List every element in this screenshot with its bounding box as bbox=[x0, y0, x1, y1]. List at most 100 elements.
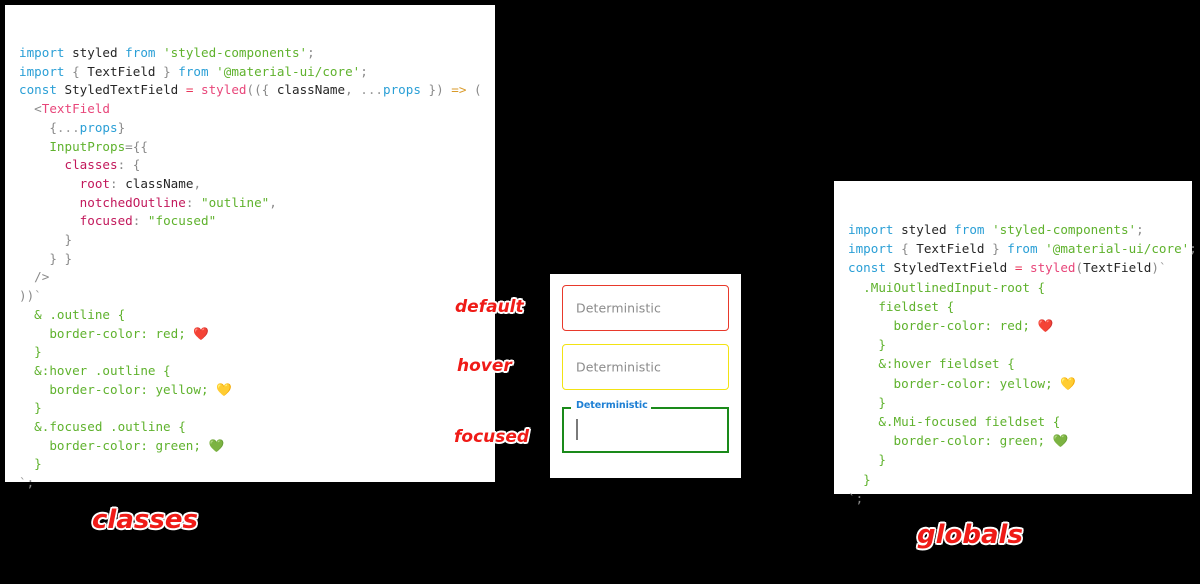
code-token: { bbox=[261, 82, 277, 98]
code-token: focused bbox=[79, 213, 133, 229]
code-token: border-color: green; bbox=[848, 433, 1053, 449]
code-token: < bbox=[19, 101, 42, 117]
code-token bbox=[19, 157, 65, 172]
code-line: &.focused .outline { bbox=[19, 418, 495, 437]
code-token: "outline" bbox=[201, 194, 270, 210]
text-caret bbox=[576, 419, 578, 440]
code-token: ... bbox=[360, 82, 384, 98]
code-token: ... bbox=[56, 119, 80, 135]
code-token: "focused" bbox=[147, 213, 217, 229]
code-token: TextField bbox=[1083, 260, 1152, 276]
code-token: border-color: yellow; bbox=[19, 381, 217, 397]
code-line: {...props} bbox=[19, 119, 495, 138]
code-token bbox=[19, 139, 49, 154]
code-line: } bbox=[19, 343, 495, 362]
code-token: ) bbox=[436, 82, 452, 98]
code-token: &:hover .outline { bbox=[19, 362, 171, 378]
textfield-focused[interactable]: Deterministic bbox=[562, 400, 729, 453]
code-line: } bbox=[19, 231, 495, 250]
code-line: &.Mui-focused fieldset { bbox=[848, 412, 1192, 431]
heart-emoji: ❤️ bbox=[1037, 318, 1054, 334]
code-token: ; bbox=[855, 490, 864, 506]
code-line: import styled from 'styled-components'; bbox=[19, 44, 495, 63]
code-token: { bbox=[901, 241, 917, 257]
code-token: { bbox=[19, 119, 57, 135]
code-token: ( bbox=[1075, 260, 1084, 276]
code-token: notchedOutline bbox=[79, 194, 186, 210]
textfield-hover-value: Deterministic bbox=[576, 359, 661, 375]
code-line: } bbox=[848, 335, 1192, 354]
code-token: ( bbox=[474, 82, 482, 98]
code-token: 'styled-components' bbox=[163, 45, 308, 60]
code-token: } bbox=[848, 394, 886, 410]
code-line: &:hover .outline { bbox=[19, 362, 495, 381]
code-token bbox=[19, 213, 80, 228]
code-token: } bbox=[848, 471, 871, 487]
code-line: const StyledTextField = styled(TextField… bbox=[848, 258, 1192, 277]
code-line: border-color: yellow; 💛 bbox=[848, 374, 1192, 393]
notch-top-right-segment bbox=[637, 407, 729, 409]
code-line: `; bbox=[19, 474, 495, 493]
code-line: fieldset { bbox=[848, 297, 1192, 316]
code-line: root: className, bbox=[19, 175, 495, 194]
code-token: StyledTextField bbox=[893, 260, 1015, 276]
code-token: } bbox=[984, 241, 1008, 257]
code-token: styled bbox=[201, 82, 247, 98]
code-token: ` bbox=[1158, 260, 1167, 276]
code-token: from bbox=[178, 63, 217, 79]
code-token: styled bbox=[1030, 260, 1076, 276]
code-token: } bbox=[19, 344, 42, 360]
heart-emoji: 💚 bbox=[208, 437, 225, 453]
notch-left-segment bbox=[562, 407, 564, 453]
code-token: from bbox=[954, 222, 993, 237]
code-line: border-color: green; 💚 bbox=[19, 437, 495, 456]
code-token: import bbox=[848, 241, 902, 257]
code-line: } bbox=[848, 450, 1192, 469]
code-token: ; bbox=[307, 45, 315, 60]
code-line: import { TextField } from '@material-ui/… bbox=[848, 239, 1197, 258]
code-token bbox=[19, 195, 80, 210]
code-token: } bbox=[848, 452, 886, 468]
code-line: focused: "focused" bbox=[19, 212, 495, 231]
code-token: &.Mui-focused fieldset { bbox=[848, 414, 1061, 430]
code-token: &.focused .outline { bbox=[19, 419, 186, 435]
code-token: & .outline { bbox=[19, 306, 126, 322]
code-token: import bbox=[19, 63, 73, 79]
code-token: border-color: yellow; bbox=[848, 375, 1061, 391]
code-token: ; bbox=[1136, 222, 1144, 237]
code-token: import bbox=[848, 222, 902, 237]
code-token: : { bbox=[117, 157, 141, 173]
code-token: ; bbox=[1189, 241, 1197, 257]
code-token: ; bbox=[360, 63, 368, 79]
code-token: StyledTextField bbox=[64, 82, 186, 98]
code-token: InputProps bbox=[49, 138, 126, 154]
code-token: const bbox=[848, 260, 894, 276]
code-line: border-color: red; ❤️ bbox=[848, 316, 1192, 335]
code-line: } bbox=[848, 470, 1192, 489]
code-token: .MuiOutlinedInput-root { bbox=[848, 279, 1046, 295]
code-token: const bbox=[19, 82, 65, 98]
code-line: import { TextField } from '@material-ui/… bbox=[19, 63, 495, 82]
heart-emoji: 💚 bbox=[1052, 433, 1069, 449]
code-token: className bbox=[276, 82, 346, 98]
code-line: const StyledTextField = styled(({ classN… bbox=[19, 81, 495, 100]
textfield-default[interactable]: Deterministic bbox=[562, 285, 729, 331]
code-line: .MuiOutlinedInput-root { bbox=[848, 278, 1192, 297]
textfield-hover[interactable]: Deterministic bbox=[562, 344, 729, 390]
code-token: 'styled-components' bbox=[992, 222, 1137, 237]
code-line: &:hover fieldset { bbox=[848, 354, 1192, 373]
code-lines-classes: import styled from 'styled-components';i… bbox=[19, 44, 495, 493]
code-token: border-color: red; bbox=[848, 318, 1038, 334]
code-token: import bbox=[19, 45, 73, 60]
code-line: } bbox=[19, 399, 495, 418]
code-token: border-color: red; bbox=[19, 325, 194, 341]
heart-emoji: 💛 bbox=[1060, 375, 1076, 391]
code-token: } bbox=[420, 82, 437, 98]
code-token: styled bbox=[72, 45, 126, 60]
code-line: notchedOutline: "outline", bbox=[19, 194, 495, 213]
heart-emoji: ❤️ bbox=[193, 325, 210, 341]
code-token: } bbox=[19, 456, 42, 472]
code-line: import styled from 'styled-components'; bbox=[848, 220, 1192, 239]
code-line: & .outline { bbox=[19, 306, 495, 325]
code-panel-classes: import styled from 'styled-components';i… bbox=[5, 5, 495, 490]
